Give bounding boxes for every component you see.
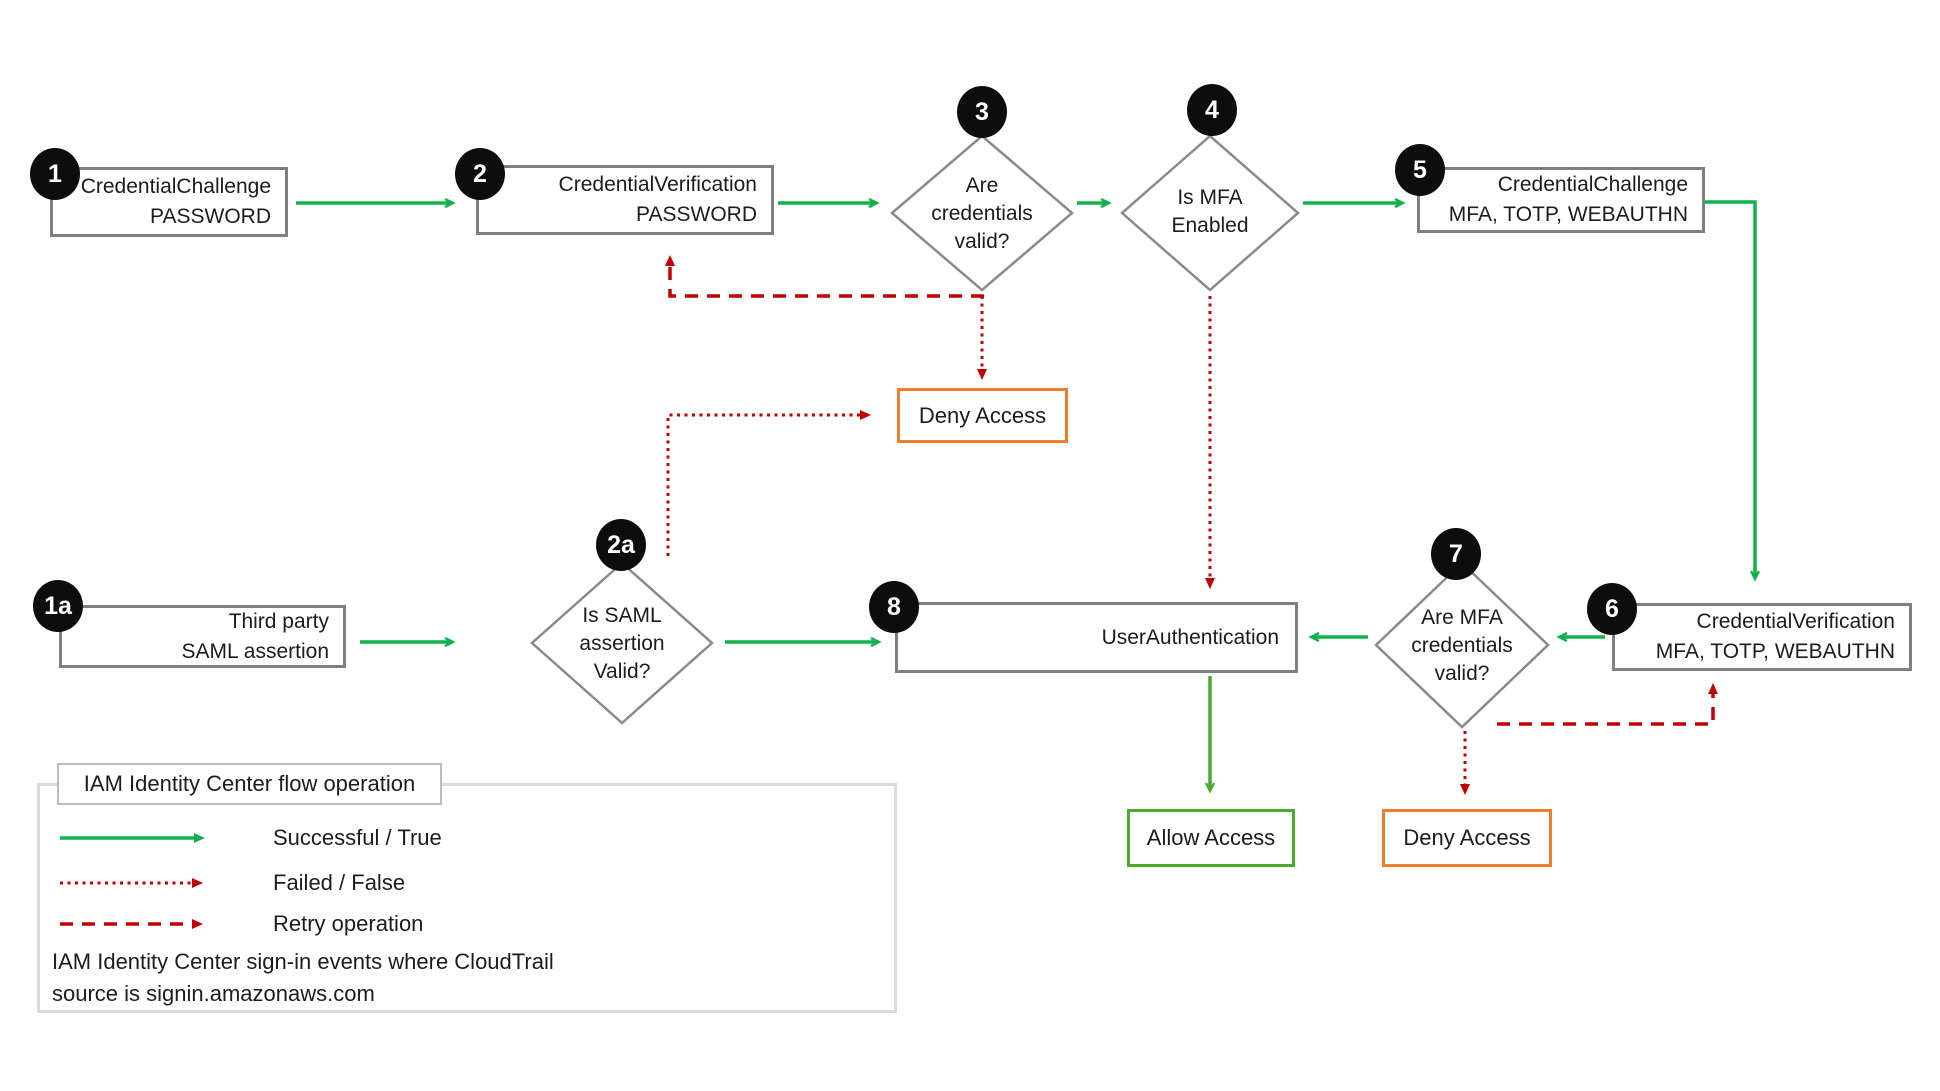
decision-mfa-credentials-valid-label: Are MFA credentials valid? — [1411, 604, 1513, 688]
node-label: CredentialChallenge — [1497, 173, 1688, 196]
node-credential-challenge-mfa: CredentialChallenge MFA, TOTP, WEBAUTHN — [1417, 167, 1705, 233]
node-label: MFA, TOTP, WEBAUTHN — [1655, 640, 1895, 663]
decision-credentials-valid-label: Are credentials valid? — [931, 172, 1033, 256]
legend-label-successful: Successful / True — [273, 825, 442, 850]
decision-line: Is MFA — [1177, 186, 1243, 209]
node-credential-challenge-password: CredentialChallenge PASSWORD — [50, 167, 288, 237]
deny-access-box-top: Deny Access — [897, 388, 1068, 443]
decision-line: Are MFA — [1421, 606, 1503, 629]
legend-caption: IAM Identity Center sign-in events where… — [52, 946, 554, 1010]
node-label: CredentialChallenge — [80, 175, 271, 198]
badge-step-1a: 1a — [33, 580, 83, 632]
decision-line: valid? — [1434, 662, 1490, 685]
node-label: UserAuthentication — [1101, 625, 1279, 649]
node-label: Third party — [228, 609, 329, 633]
decision-line: Valid? — [593, 660, 651, 683]
decision-credentials-valid-shape — [890, 134, 1074, 292]
decision-line: Are — [965, 174, 999, 197]
decision-line: Is SAML — [582, 604, 662, 627]
allow-access-box: Allow Access — [1127, 809, 1295, 867]
legend-dashed-red-arrow — [60, 919, 203, 929]
decision-line: assertion — [579, 632, 665, 655]
decision-mfa-enabled-shape — [1120, 134, 1300, 292]
legend-solid-green-arrow — [60, 833, 205, 843]
node-third-party-saml: Third party SAML assertion — [59, 605, 346, 668]
arrow-step5-to-step6 — [1705, 200, 1755, 578]
badge-step-2a: 2a — [596, 519, 646, 571]
badge-step-3: 3 — [957, 86, 1007, 138]
badge-step-1: 1 — [30, 148, 80, 200]
decision-mfa-credentials-valid-shape — [1374, 561, 1550, 729]
legend-box — [37, 783, 897, 1013]
decision-line: Enabled — [1171, 214, 1249, 237]
decision-saml-valid-label: Is SAML assertion Valid? — [579, 602, 664, 686]
badge-step-6: 6 — [1587, 583, 1637, 635]
badge-step-7: 7 — [1431, 528, 1481, 580]
legend-caption-line2: source is signin.amazonaws.com — [52, 981, 375, 1006]
node-label: CredentialVerification — [558, 173, 757, 196]
node-label: MFA, TOTP, WEBAUTHN — [1448, 203, 1688, 226]
arrow-step2a-fail-to-deny — [666, 410, 871, 556]
arrow-retry-to-step6 — [1497, 683, 1718, 726]
badge-step-4: 4 — [1187, 84, 1237, 136]
node-label: PASSWORD — [636, 203, 757, 226]
legend-label-retry: Retry operation — [273, 911, 424, 936]
decision-line: valid? — [954, 230, 1010, 253]
decision-line: credentials — [931, 202, 1033, 225]
badge-step-5: 5 — [1395, 144, 1445, 196]
node-label: CredentialVerification — [1696, 610, 1895, 633]
node-user-authentication: UserAuthentication — [895, 602, 1298, 673]
badge-step-2: 2 — [455, 148, 505, 200]
node-credential-verification-mfa: CredentialVerification MFA, TOTP, WEBAUT… — [1612, 603, 1912, 671]
badge-step-8: 8 — [869, 581, 919, 633]
deny-access-box-bottom: Deny Access — [1382, 809, 1552, 867]
arrow-retry-to-step2 — [665, 255, 984, 298]
node-credential-verification-password: CredentialVerification PASSWORD — [476, 165, 774, 235]
node-label: SAML assertion — [181, 639, 329, 663]
legend-dotted-red-arrow — [60, 878, 203, 888]
node-label: PASSWORD — [150, 205, 271, 228]
decision-saml-valid-shape — [530, 561, 714, 725]
legend-caption-line1: IAM Identity Center sign-in events where… — [52, 949, 554, 974]
decision-mfa-enabled-label: Is MFA Enabled — [1171, 184, 1248, 240]
decision-line: credentials — [1411, 634, 1513, 657]
legend-title: IAM Identity Center flow operation — [57, 763, 442, 805]
legend-label-failed: Failed / False — [273, 870, 406, 895]
